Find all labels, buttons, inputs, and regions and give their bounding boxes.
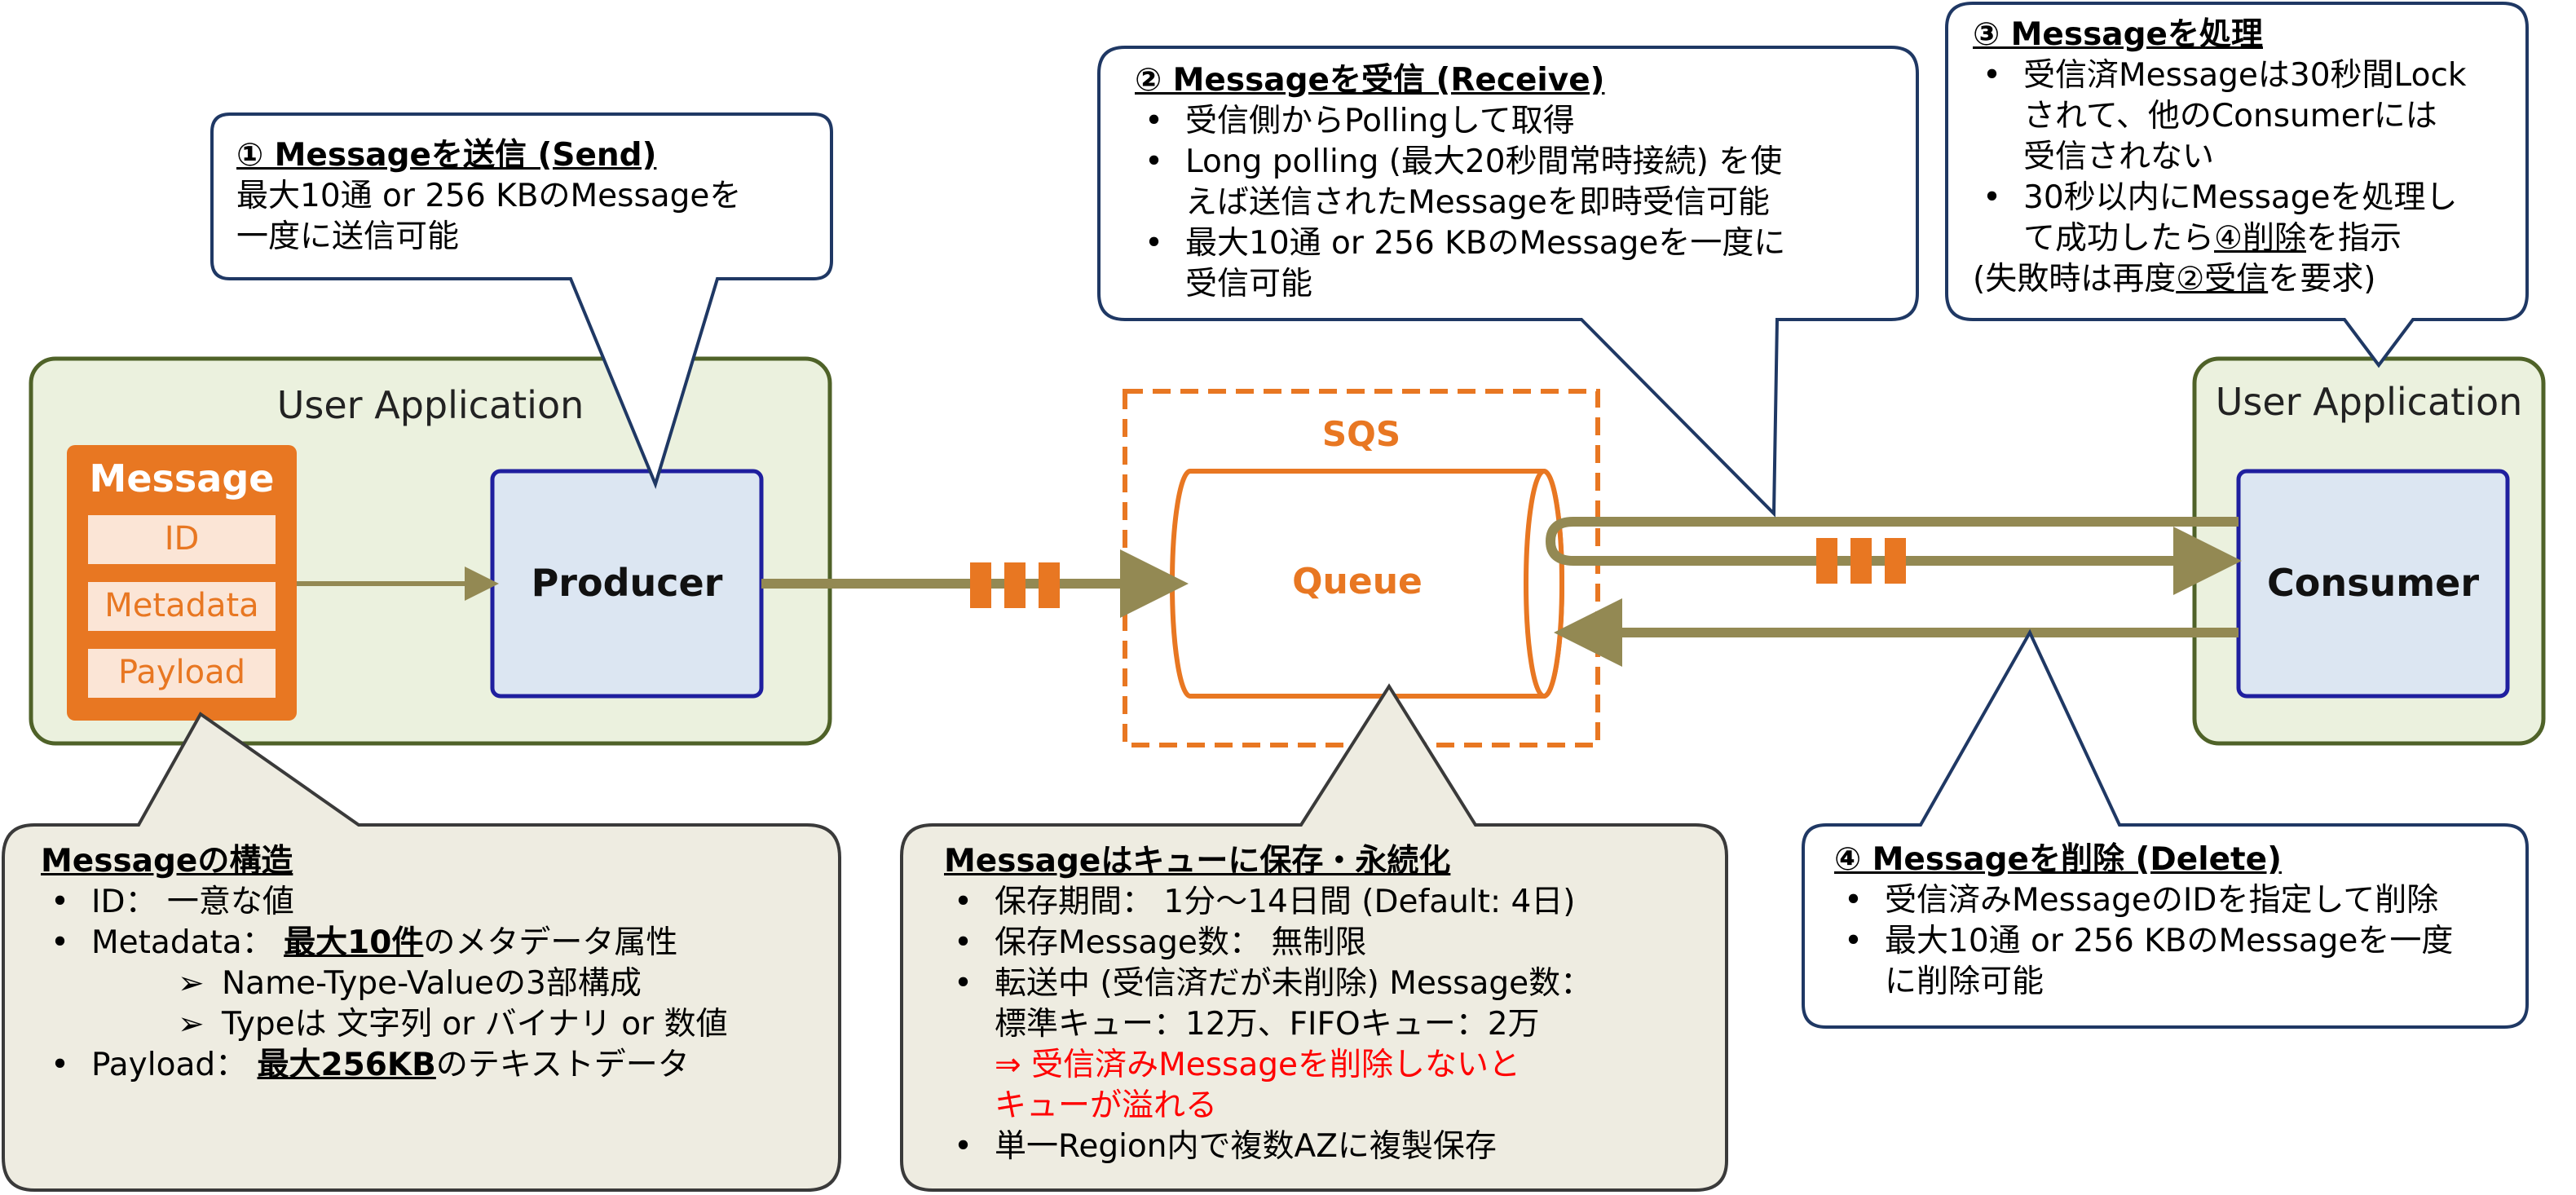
- structure-metadata-sub-1: Name-Type-Valueの3部構成: [41, 963, 831, 1004]
- storage-in-flight: 転送中 (受信済だが未削除) Message数：標準キュー：12万、FIFOキュ…: [944, 963, 1718, 1045]
- field-payload-label: Payload: [118, 654, 245, 691]
- field-metadata-label: Metadata: [104, 587, 259, 624]
- send-title: ① Messageを送信 (Send): [236, 137, 657, 174]
- process-note: (失敗時は再度②受信を要求): [1973, 261, 2376, 298]
- message-packet-4: [1816, 538, 1837, 584]
- process-title: ③ Messageを処理: [1973, 16, 2263, 53]
- structure-metadata: Metadata： 最大10件のメタデータ属性: [41, 923, 831, 963]
- receive-bullet-2: Long polling (最大20秒間常時接続) を使えば送信されたMessa…: [1135, 142, 1909, 223]
- field-metadata-box: [88, 582, 276, 631]
- storage-count: 保存Message数： 無制限: [944, 923, 1718, 963]
- queue-label: Queue: [1292, 561, 1423, 602]
- message-block-title: Message: [89, 456, 275, 500]
- structure-id: ID： 一意な値: [41, 882, 831, 923]
- send-line-2: 一度に送信可能: [236, 218, 460, 255]
- structure-metadata-sub-2: Typeは 文字列 or バイナリ or 数値: [41, 1004, 831, 1045]
- storage-replication: 単一Region内で複数AZに複製保存: [944, 1127, 1718, 1167]
- consumer-label: Consumer: [2266, 561, 2480, 605]
- message-packet-1: [970, 562, 991, 608]
- send-callout: ① Messageを送信 (Send) 最大10通 or 256 KBのMess…: [236, 135, 823, 258]
- field-id-box: [88, 515, 276, 564]
- send-line-1: 最大10通 or 256 KBのMessageを: [236, 178, 742, 214]
- producer-label: Producer: [531, 561, 723, 605]
- storage-retention: 保存期間： 1分～14日間 (Default: 4日): [944, 882, 1718, 923]
- field-id-label: ID: [164, 520, 200, 558]
- message-packet-6: [1885, 538, 1906, 584]
- delete-callout: ④ Messageを削除 (Delete) 受信済みMessageのIDを指定し…: [1834, 840, 2519, 1003]
- delete-bullet-1: 受信済みMessageのIDを指定して削除: [1834, 880, 2519, 921]
- structure-title: Messageの構造: [41, 843, 293, 880]
- message-packet-3: [1039, 562, 1060, 608]
- user-app-right-label: User Application: [2215, 380, 2523, 424]
- receive-step-ref: ②受信: [2176, 261, 2269, 298]
- structure-note: Messageの構造 ID： 一意な値 Metadata： 最大10件のメタデー…: [41, 841, 831, 1086]
- storage-warning: ⇒ 受信済みMessageを削除しないとキューが溢れる: [995, 1047, 1521, 1124]
- field-payload-box: [88, 649, 276, 698]
- process-bullet-1: 受信済Messageは30秒間Lockされて、他のConsumerには受信されな…: [1973, 55, 2527, 178]
- user-app-left-label: User Application: [276, 383, 584, 427]
- storage-title: Messageはキューに保存・永続化: [944, 843, 1451, 880]
- sqs-label: SQS: [1321, 414, 1401, 454]
- storage-note: Messageはキューに保存・永続化 保存期間： 1分～14日間 (Defaul…: [944, 841, 1718, 1167]
- message-packet-2: [1004, 562, 1026, 608]
- structure-payload: Payload： 最大256KBのテキストデータ: [41, 1045, 831, 1086]
- message-packet-5: [1850, 538, 1872, 584]
- receive-callout: ② Messageを受信 (Receive) 受信側からPollingして取得 …: [1135, 60, 1909, 305]
- process-callout: ③ Messageを処理 受信済Messageは30秒間Lockされて、他のCo…: [1973, 15, 2527, 300]
- receive-loop-arrow: [1545, 517, 2242, 595]
- send-callout-shape: [210, 112, 833, 489]
- delete-step-ref: ④削除: [2214, 220, 2306, 257]
- delete-title: ④ Messageを削除 (Delete): [1834, 841, 2282, 878]
- queue-cylinder-end: [1524, 469, 1564, 699]
- receive-bullet-1: 受信側からPollingして取得: [1135, 101, 1909, 142]
- receive-title: ② Messageを受信 (Receive): [1135, 62, 1605, 99]
